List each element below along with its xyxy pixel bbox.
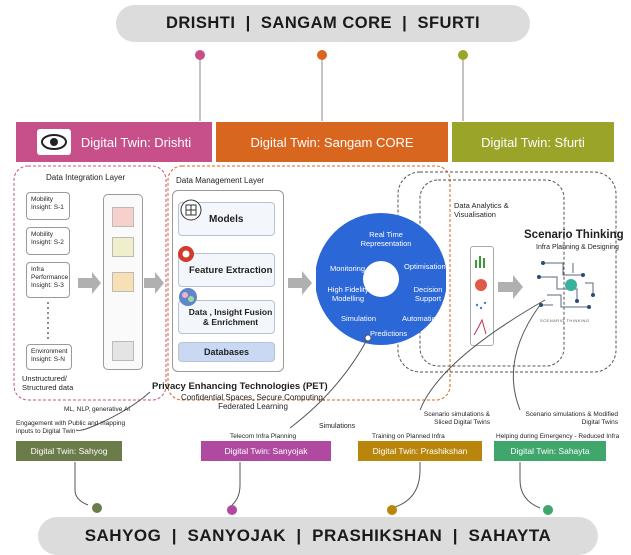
fusion-box: Data , Insight Fusion & Enrichment xyxy=(178,300,275,334)
core-automation: Automation xyxy=(402,314,440,323)
models-icon xyxy=(180,199,202,221)
input-mobility-s1-label: Mobility Insight: S-1 xyxy=(31,196,64,211)
input-environment-sn: Environment Insight: S-N xyxy=(26,344,72,370)
sanyojak-description: Telecom Infra Planning xyxy=(230,433,297,440)
pet-subtitle: Confidential Spaces, Secure Computing, F… xyxy=(180,393,326,411)
core-circle xyxy=(316,213,446,345)
input-mobility-s2: Mobility Insight: S-2 xyxy=(26,227,70,255)
queue-block-2 xyxy=(112,237,134,257)
banner-sangam: Digital Twin: Sangam CORE xyxy=(216,122,448,162)
integration-title: Data Integration Layer xyxy=(46,173,126,182)
sahyog-description: Engagement with Public and mapping input… xyxy=(16,420,126,435)
banner-drishti: Digital Twin: Drishti xyxy=(16,122,212,162)
queue-block-4 xyxy=(112,341,134,361)
feature-extraction-label: Feature Extraction xyxy=(189,264,273,276)
ml-annotation: ML, NLP, generative AI xyxy=(64,406,131,413)
prashikshan-top-annotation: Scenario simulations & Sliced Digital Tw… xyxy=(423,411,490,426)
tag-sanyojak: Digital Twin: Sanyojak xyxy=(201,441,331,461)
analytics-panel xyxy=(470,246,494,346)
tag-prashikshan-label: Digital Twin: Prashikshan xyxy=(372,446,468,456)
banner-sfurti-label: Digital Twin: Sfurti xyxy=(481,134,585,150)
input-infra-s3: Infra Performance Insight: S-3 xyxy=(26,262,70,298)
tag-sahyog-label: Digital Twin: Sahyog xyxy=(30,446,108,456)
feature-extraction-box: Feature Extraction xyxy=(178,253,275,287)
tag-prashikshan: Digital Twin: Prashikshan xyxy=(358,441,482,461)
analytics-charts-icon xyxy=(473,256,487,336)
tag-sanyojak-label: Digital Twin: Sanyojak xyxy=(224,446,308,456)
input-infra-s3-label: Infra Performance Insight: S-3 xyxy=(31,266,69,289)
banner-sangam-label: Digital Twin: Sangam CORE xyxy=(250,134,414,150)
tag-sahayta: Digital Twin: Sahayta xyxy=(494,441,606,461)
banner-sfurti: Digital Twin: Sfurti xyxy=(452,122,614,162)
databases-box: Databases xyxy=(178,342,275,362)
sahayta-description: Helping during Emergency - Reduced Infra xyxy=(496,433,620,440)
scenario-circuit-image xyxy=(537,261,595,309)
pet-title: Privacy Enhancing Technologies (PET) xyxy=(152,381,328,392)
fusion-label: Data , Insight Fusion & Enrichment xyxy=(188,307,273,327)
databases-label: Databases xyxy=(203,347,250,357)
management-title: Data Management Layer xyxy=(176,176,265,185)
core-real-time: Real Time Representation xyxy=(360,230,412,248)
scenario-title: Scenario Thinking xyxy=(524,229,624,241)
sahayta-top-annotation: Scenario simulations & Modified Digital … xyxy=(525,411,619,426)
top-title-pill: DRISHTI | SANGAM CORE | SFURTI xyxy=(116,5,530,42)
core-decision: Decision Support xyxy=(413,285,443,303)
core-optimisation: Optimisation xyxy=(404,262,446,271)
fusion-icon xyxy=(179,288,197,306)
core-predictions: Predictions xyxy=(370,329,408,338)
gear-icon xyxy=(178,246,194,262)
queue-block-1 xyxy=(112,207,134,227)
banner-drishti-label: Digital Twin: Drishti xyxy=(80,134,192,150)
models-label: Models xyxy=(209,213,244,225)
tag-sahayta-label: Digital Twin: Sahayta xyxy=(510,446,590,456)
input-mobility-s1: Mobility Insight: S-1 xyxy=(26,192,70,220)
bottom-title-text: SAHYOG | SANYOJAK | PRASHIKSHAN | SAHAYT… xyxy=(84,526,552,545)
eye-icon xyxy=(36,129,71,155)
simulations-annotation: Simulations xyxy=(319,423,356,430)
prashikshan-description: Training on Planned Infra xyxy=(372,433,445,440)
bottom-title-pill: SAHYOG | SANYOJAK | PRASHIKSHAN | SAHAYT… xyxy=(38,517,598,555)
core-simulation: Simulation xyxy=(341,314,377,323)
input-ellipsis xyxy=(47,302,49,342)
queue-block-3 xyxy=(112,272,134,292)
analytics-title: Data Analytics & Visualisation xyxy=(454,201,509,219)
core-high-fidelity: High Fidelity Modelling xyxy=(327,285,369,303)
core-monitoring: Monitoring xyxy=(330,264,366,273)
integration-caption: Unstructured/ Structured data xyxy=(22,374,74,392)
top-title-text: DRISHTI | SANGAM CORE | SFURTI xyxy=(165,14,481,32)
scenario-subtitle: Infra Planning & Designing xyxy=(536,244,619,251)
input-mobility-s2-label: Mobility Insight: S-2 xyxy=(31,231,64,246)
scenario-image-caption: SCENARIO THINKING xyxy=(540,318,590,323)
tag-sahyog: Digital Twin: Sahyog xyxy=(16,441,122,461)
input-environment-sn-label: Environment Insight: S-N xyxy=(31,348,68,363)
